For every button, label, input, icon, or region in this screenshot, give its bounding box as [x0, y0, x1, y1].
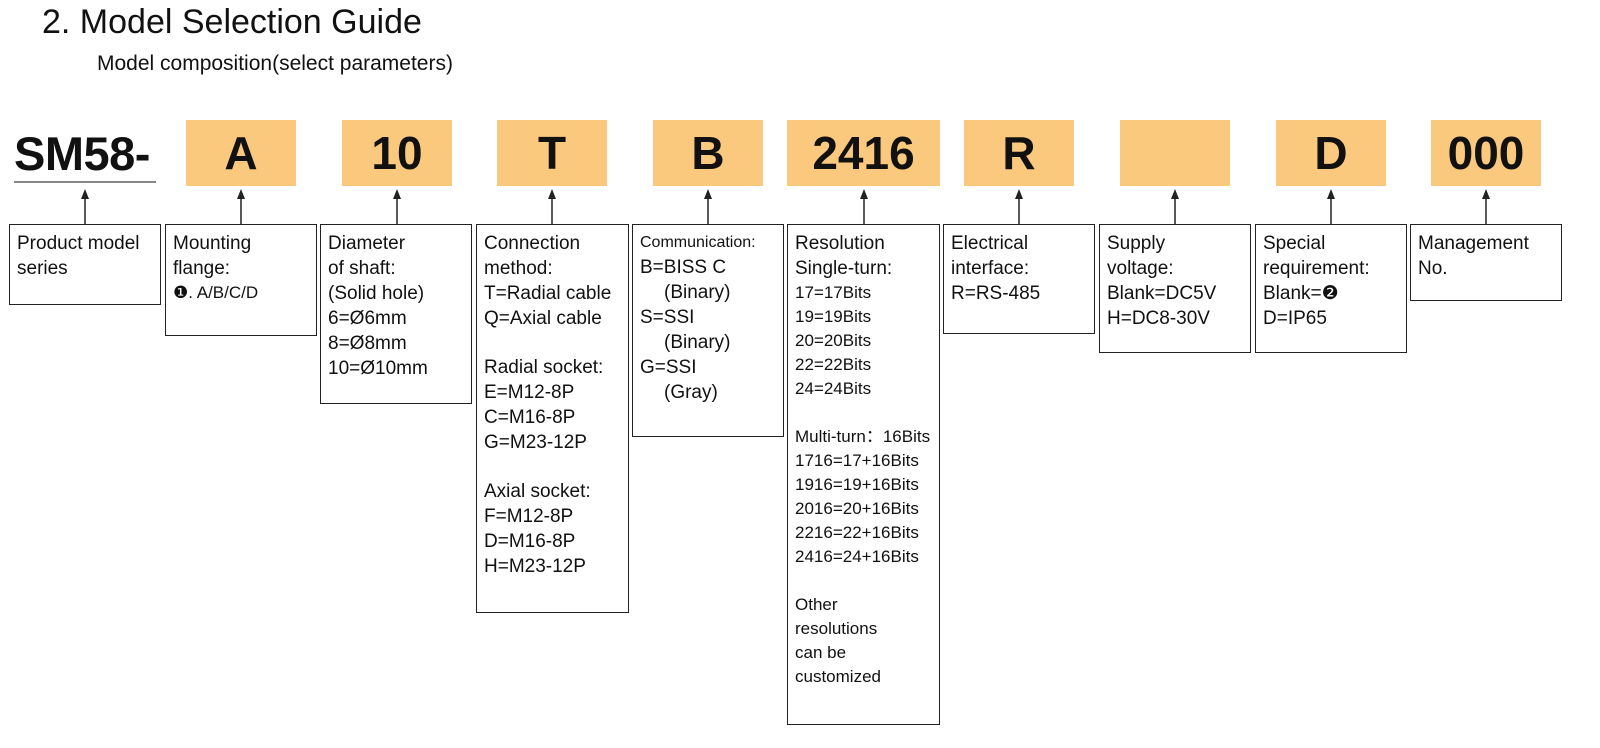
box-line: Resolution	[795, 233, 885, 254]
model-prefix: SM58-	[14, 126, 156, 183]
spacer	[484, 455, 622, 479]
box-line: (Binary)	[664, 332, 731, 353]
box-line: interface:	[951, 258, 1030, 279]
box-line: E=M12-8P	[484, 382, 575, 403]
box-line: Radial socket:	[484, 357, 604, 378]
box-line: 8=Ø8mm	[328, 333, 407, 354]
box-mounting-flange: Mounting flange: ❶. A/B/C/D	[165, 224, 317, 336]
box-line: requirement:	[1263, 258, 1370, 279]
arrow-up-icon	[548, 189, 556, 225]
box-line: 24=24Bits	[795, 379, 872, 398]
arrow-up-icon	[393, 189, 401, 225]
box-connection-method: Connection method: T=Radial cable Q=Axia…	[476, 224, 629, 613]
arrow-up-icon	[1171, 189, 1179, 225]
box-line: flange:	[173, 258, 231, 279]
box-line: B=BISS C	[640, 257, 727, 278]
box-line: ❶. A/B/C/D	[173, 283, 259, 302]
spacer	[795, 569, 933, 593]
spacer	[795, 401, 933, 425]
box-line: 19=19Bits	[795, 307, 872, 326]
arrow-up-icon	[81, 189, 89, 225]
arrow-up-icon	[1327, 189, 1335, 225]
box-line: (Gray)	[664, 382, 718, 403]
box-line: G=M23-12P	[484, 432, 587, 453]
code-connection-method: T	[497, 120, 607, 186]
box-line: D=IP65	[1263, 308, 1327, 329]
code-mounting-flange: A	[186, 120, 296, 186]
box-electrical-interface: Electrical interface: R=RS-485	[943, 224, 1095, 334]
code-resolution: 2416	[787, 120, 940, 186]
box-line: 22=22Bits	[795, 355, 872, 374]
box-line: Communication:	[640, 234, 756, 251]
box-line: customized	[795, 667, 881, 686]
box-line: 17=17Bits	[795, 283, 872, 302]
box-line: Connection	[484, 233, 581, 254]
box-product-series: Product model series	[9, 224, 161, 305]
box-line: can be	[795, 643, 847, 662]
box-line: method:	[484, 258, 553, 279]
box-line: 2216=22+16Bits	[795, 523, 919, 542]
code-communication: B	[653, 120, 763, 186]
box-line: S=SSI	[640, 307, 695, 328]
box-line: 2416=24+16Bits	[795, 547, 919, 566]
box-line: D=M16-8P	[484, 531, 576, 552]
box-line: Blank=DC5V	[1107, 283, 1217, 304]
box-management-no: Management No.	[1410, 224, 1562, 301]
arrow-up-icon	[1015, 189, 1023, 225]
box-line: Diameter	[328, 233, 406, 254]
box-line: (Binary)	[664, 282, 731, 303]
box-line: R=RS-485	[951, 283, 1041, 304]
spacer	[484, 331, 622, 355]
box-line: C=M16-8P	[484, 407, 576, 428]
code-supply-voltage	[1120, 120, 1230, 186]
box-line: Blank=❷	[1263, 283, 1339, 304]
box-line: Other	[795, 595, 838, 614]
box-line: Electrical	[951, 233, 1029, 254]
box-line: F=M12-8P	[484, 506, 574, 527]
box-line: Supply	[1107, 233, 1166, 254]
box-supply-voltage: Supply voltage: Blank=DC5V H=DC8-30V	[1099, 224, 1251, 353]
box-line: 20=20Bits	[795, 331, 872, 350]
box-line: H=DC8-30V	[1107, 308, 1210, 329]
box-resolution: Resolution Single-turn: 17=17Bits 19=19B…	[787, 224, 940, 725]
code-special-requirement: D	[1276, 120, 1386, 186]
box-line: (Solid hole)	[328, 283, 425, 304]
box-special-requirement: Special requirement: Blank=❷ D=IP65	[1255, 224, 1407, 353]
box-line: Special	[1263, 233, 1326, 254]
box-line: 6=Ø6mm	[328, 308, 407, 329]
box-line: Multi-turn：16Bits	[795, 427, 931, 446]
box-shaft-diameter: Diameter of shaft: (Solid hole) 6=Ø6mm 8…	[320, 224, 472, 404]
box-line: voltage:	[1107, 258, 1174, 279]
box-line: series	[17, 258, 68, 279]
box-line: 1716=17+16Bits	[795, 451, 919, 470]
box-line: 2016=20+16Bits	[795, 499, 919, 518]
box-line: T=Radial cable	[484, 283, 612, 304]
code-shaft-diameter: 10	[342, 120, 452, 186]
box-line: 10=Ø10mm	[328, 358, 428, 379]
box-line: G=SSI	[640, 357, 697, 378]
box-line: No.	[1418, 258, 1448, 279]
box-line: Q=Axial cable	[484, 308, 602, 329]
page-subtitle: Model composition(select parameters)	[97, 52, 453, 75]
box-line: 1916=19+16Bits	[795, 475, 919, 494]
box-line: Axial socket:	[484, 481, 591, 502]
box-communication: Communication: B=BISS C (Binary) S=SSI (…	[632, 224, 784, 437]
page-title: 2. Model Selection Guide	[42, 3, 422, 41]
code-electrical-interface: R	[964, 120, 1074, 186]
box-line: Product model	[17, 233, 140, 254]
box-line: Management	[1418, 233, 1529, 254]
box-line: resolutions	[795, 619, 878, 638]
arrow-up-icon	[860, 189, 868, 225]
box-line: Single-turn:	[795, 258, 893, 279]
arrow-up-icon	[1482, 189, 1490, 225]
arrow-up-icon	[704, 189, 712, 225]
box-line: of shaft:	[328, 258, 396, 279]
code-management-no: 000	[1431, 120, 1541, 186]
box-line: Mounting	[173, 233, 252, 254]
box-line: H=M23-12P	[484, 556, 586, 577]
arrow-up-icon	[237, 189, 245, 225]
